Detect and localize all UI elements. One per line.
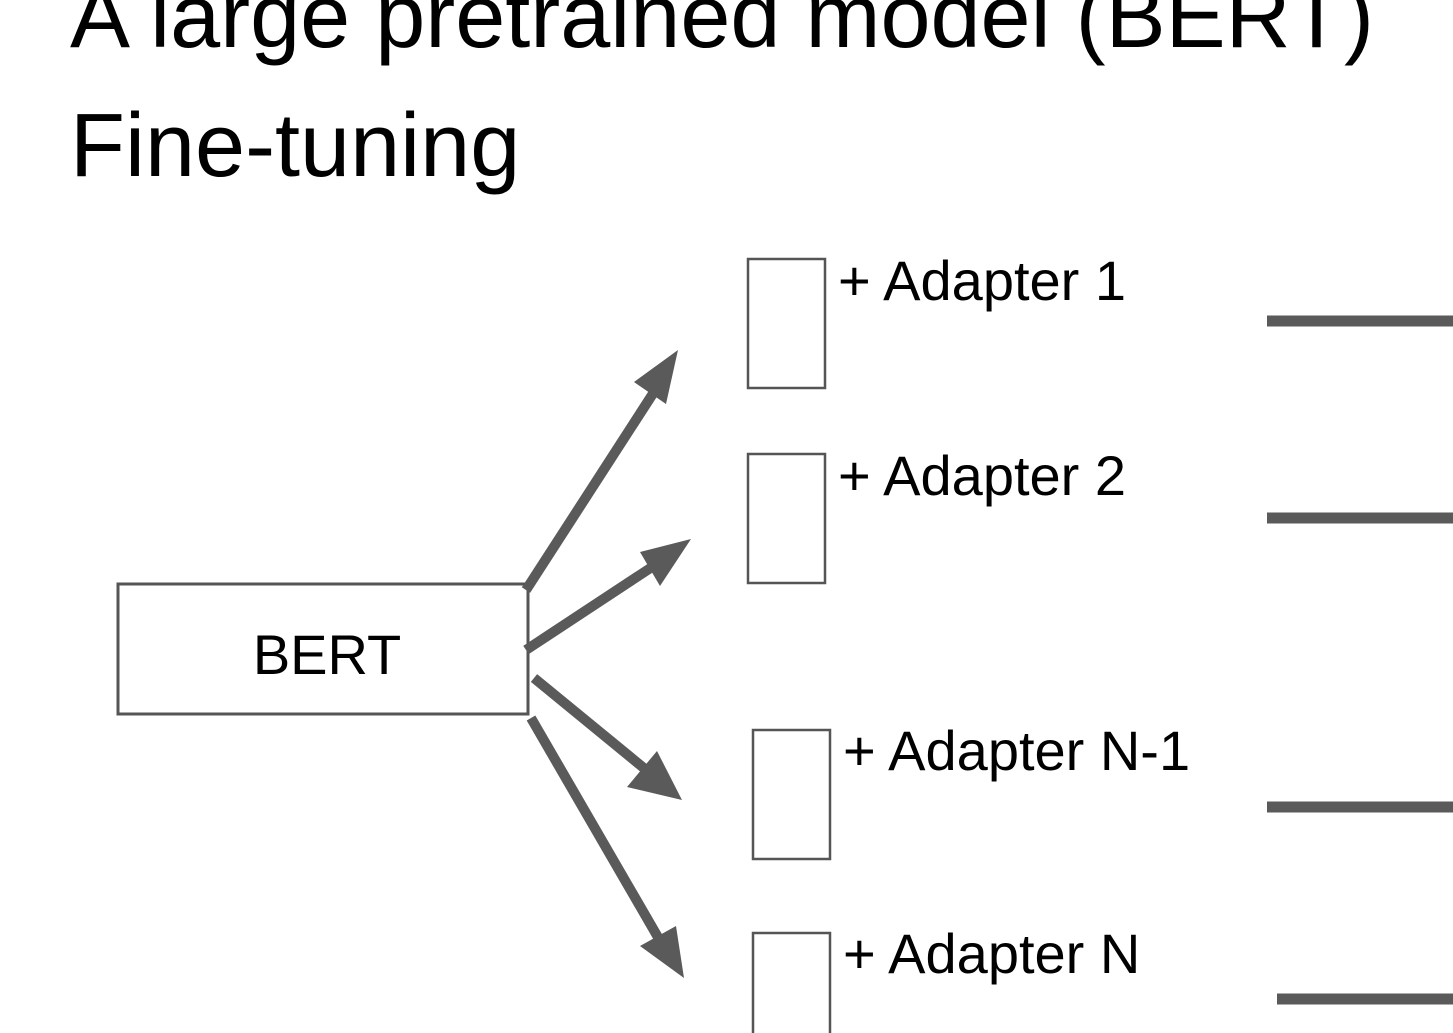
bert-label: BERT	[253, 623, 401, 686]
arrow-to-adapter-1	[521, 350, 678, 593]
bert-box	[116, 582, 530, 716]
output-lines	[1267, 315, 1453, 1005]
arrow-to-adapter-n	[526, 715, 684, 978]
adapter-label: + Adapter 1	[838, 249, 1126, 312]
slide-subheading: Fine-tuning	[70, 96, 521, 196]
slide-heading: A large pretrained model (BERT)	[70, 0, 1374, 67]
adapter-node-2: + Adapter 2	[746, 444, 1126, 585]
adapter-box	[751, 728, 832, 861]
arrows	[521, 350, 691, 978]
adapter-node-1: + Adapter 1	[746, 249, 1126, 390]
adapter-box	[746, 257, 827, 390]
adapter-label: + Adapter 2	[838, 444, 1126, 507]
adapter-box	[751, 931, 832, 1033]
adapter-node-n-1: + Adapter N-1	[751, 719, 1190, 861]
bert-node: BERT	[116, 582, 530, 716]
arrow-to-adapter-2	[523, 539, 691, 655]
adapter-node-n: + Adapter N	[751, 922, 1140, 1033]
adapter-label: + Adapter N-1	[843, 719, 1190, 782]
adapter-box	[746, 452, 827, 585]
adapter-label: + Adapter N	[843, 922, 1140, 985]
arrow-to-adapter-n-1	[530, 674, 682, 800]
